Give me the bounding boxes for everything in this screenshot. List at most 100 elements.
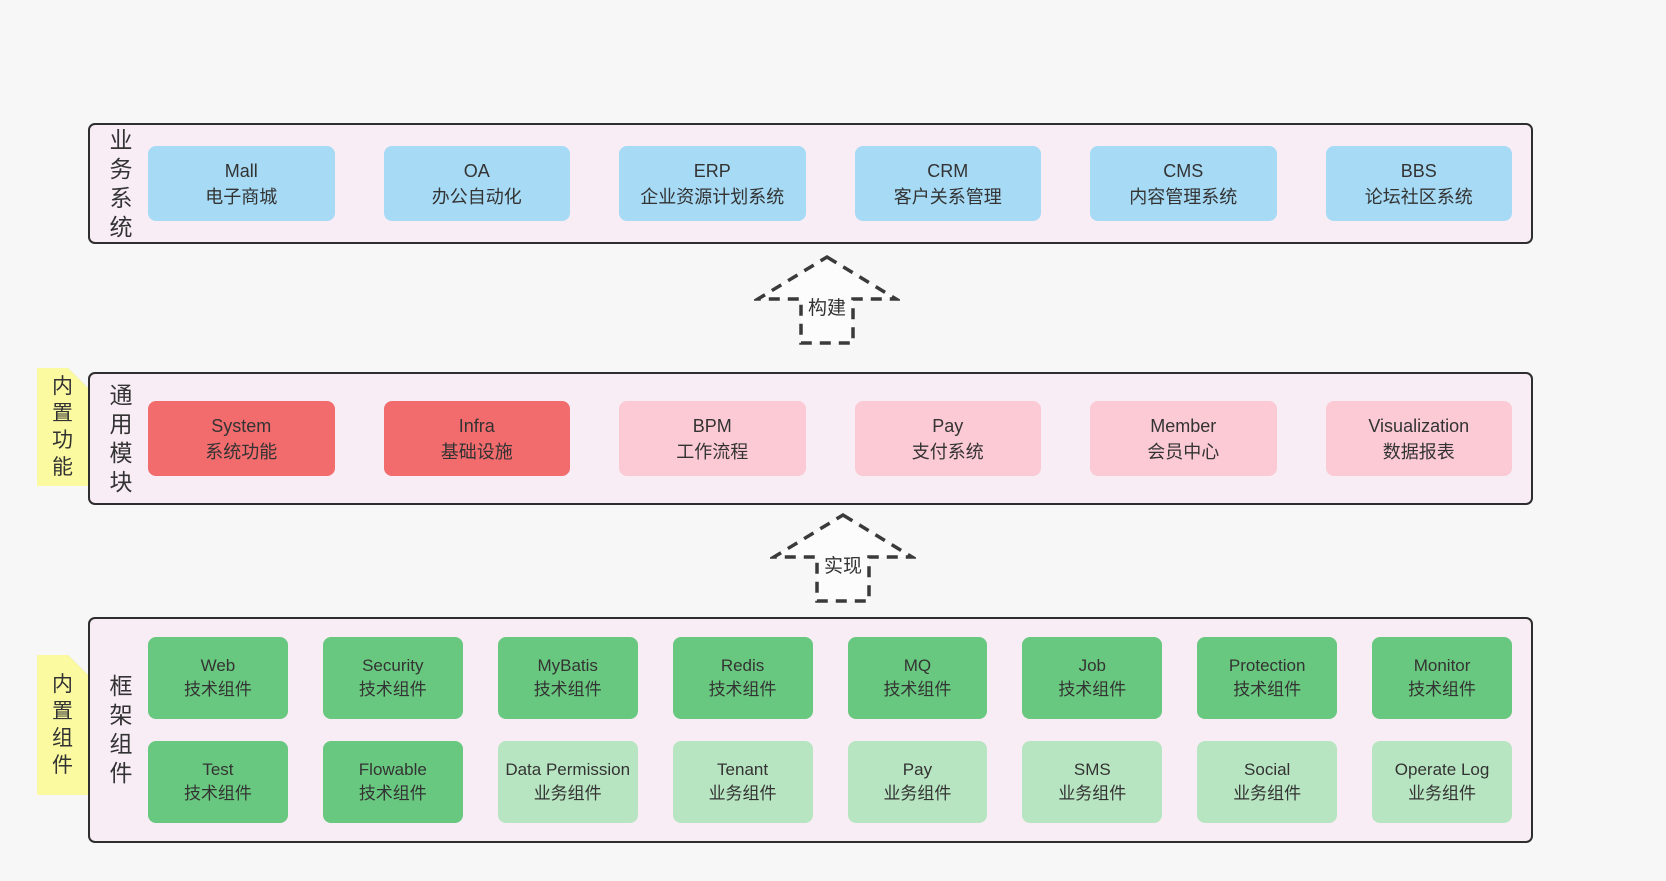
box-title-en: Flowable: [358, 760, 427, 779]
box-subtitle-zh: 技术组件: [533, 680, 602, 699]
box-subtitle-zh: 企业资源计划系统: [640, 186, 785, 207]
up-arrow-build: 构建: [751, 254, 903, 346]
box-subtitle-zh: 业务组件: [1408, 784, 1477, 803]
vertical-label-char: 件: [52, 754, 73, 777]
box-title-en: Web: [200, 656, 236, 675]
business-boxes: Mall 电子商城 OA 办公自动化 ERP 企业资源计划系统 CRM 客户关系管理 CMS 内容…: [148, 125, 1531, 242]
vertical-label-char: 能: [52, 456, 73, 479]
box-title-en: SMS: [1073, 760, 1111, 779]
box-cms: CMS 内容管理系统: [1090, 146, 1277, 221]
box-title-en: Pay: [932, 415, 964, 436]
box-title-en: Tenant: [717, 760, 769, 779]
vertical-label-char: 框: [109, 673, 133, 699]
box-title-en: Security: [362, 656, 424, 675]
vertical-label-char: 模: [109, 439, 133, 466]
box-test: Test 技术组件: [148, 741, 288, 823]
box-protection: Protection 技术组件: [1197, 637, 1338, 719]
box-title-en: Infra: [458, 415, 495, 436]
box-title-en: Protection: [1228, 656, 1306, 675]
box-title-en: Mall: [224, 160, 258, 181]
box-subtitle-zh: 业务组件: [708, 784, 777, 803]
vertical-label-char: 务: [109, 155, 133, 182]
vertical-label-char: 块: [109, 468, 133, 495]
box-tenant: Tenant 业务组件: [672, 741, 813, 823]
vertical-label-char: 用: [109, 410, 133, 437]
box-title-en: Job: [1078, 656, 1107, 675]
box-pay: Pay 业务组件: [847, 741, 988, 823]
box-operate-log: Operate Log 业务组件: [1372, 741, 1512, 823]
vertical-label-char: 组: [52, 727, 73, 750]
section-label-modules: 通用模块: [90, 374, 148, 503]
box-erp: ERP 企业资源计划系统: [619, 146, 806, 221]
box-title-en: Monitor: [1413, 656, 1471, 675]
box-subtitle-zh: 论坛社区系统: [1364, 186, 1473, 207]
box-title-en: MyBatis: [537, 656, 598, 675]
box-title-en: Operate Log: [1394, 760, 1490, 779]
box-subtitle-zh: 技术组件: [708, 680, 777, 699]
box-social: Social 业务组件: [1197, 741, 1338, 823]
box-subtitle-zh: 客户关系管理: [893, 186, 1002, 207]
vertical-label-char: 内: [52, 673, 73, 696]
section-label-business: 业务系统: [90, 125, 148, 242]
box-title-en: Member: [1150, 415, 1217, 436]
box-title-en: Pay: [902, 760, 933, 779]
vertical-label-char: 业: [109, 126, 133, 153]
box-subtitle-zh: 支付系统: [911, 441, 984, 462]
box-title-en: OA: [463, 160, 490, 181]
box-title-en: ERP: [693, 160, 731, 181]
arrow-label-implement: 实现: [820, 551, 866, 578]
box-subtitle-zh: 电子商城: [205, 186, 278, 207]
box-mall: Mall 电子商城: [148, 146, 335, 221]
box-web: Web 技术组件: [148, 637, 288, 719]
vertical-label-char: 功: [52, 429, 73, 452]
section-business-systems: 业务系统 Mall 电子商城 OA 办公自动化 ERP 企业资源计划系统 CRM 客户关系管理…: [88, 123, 1533, 244]
arrow-label-build: 构建: [804, 293, 850, 320]
box-subtitle-zh: 业务组件: [1233, 784, 1302, 803]
box-title-en: Test: [202, 760, 234, 779]
box-subtitle-zh: 技术组件: [183, 680, 252, 699]
box-subtitle-zh: 业务组件: [883, 784, 952, 803]
box-subtitle-zh: 技术组件: [358, 680, 427, 699]
box-subtitle-zh: 技术组件: [1233, 680, 1302, 699]
box-title-en: System: [211, 415, 272, 436]
vertical-label-char: 置: [52, 700, 73, 723]
vertical-label-char: 通: [109, 381, 133, 408]
box-subtitle-zh: 内容管理系统: [1129, 186, 1238, 207]
vertical-label-char: 内: [52, 375, 73, 398]
vertical-label-char: 架: [109, 702, 133, 728]
box-title-en: Visualization: [1368, 415, 1470, 436]
vertical-label-char: 系: [109, 184, 133, 211]
box-crm: CRM 客户关系管理: [854, 146, 1041, 221]
box-subtitle-zh: 技术组件: [183, 784, 252, 803]
box-title-en: Social: [1244, 760, 1291, 779]
vertical-label-char: 统: [109, 213, 133, 240]
box-subtitle-zh: 办公自动化: [431, 186, 522, 207]
vertical-label-char: 组: [109, 731, 133, 757]
box-subtitle-zh: 技术组件: [883, 680, 952, 699]
box-subtitle-zh: 技术组件: [1408, 680, 1477, 699]
box-subtitle-zh: 业务组件: [533, 784, 602, 803]
box-mybatis: MyBatis 技术组件: [497, 637, 638, 719]
box-subtitle-zh: 技术组件: [358, 784, 427, 803]
box-title-en: MQ: [903, 656, 932, 675]
box-title-en: CRM: [927, 160, 969, 181]
box-subtitle-zh: 工作流程: [676, 441, 749, 462]
box-security: Security 技术组件: [322, 637, 463, 719]
box-title-en: CMS: [1163, 160, 1204, 181]
box-flowable: Flowable 技术组件: [322, 741, 463, 823]
